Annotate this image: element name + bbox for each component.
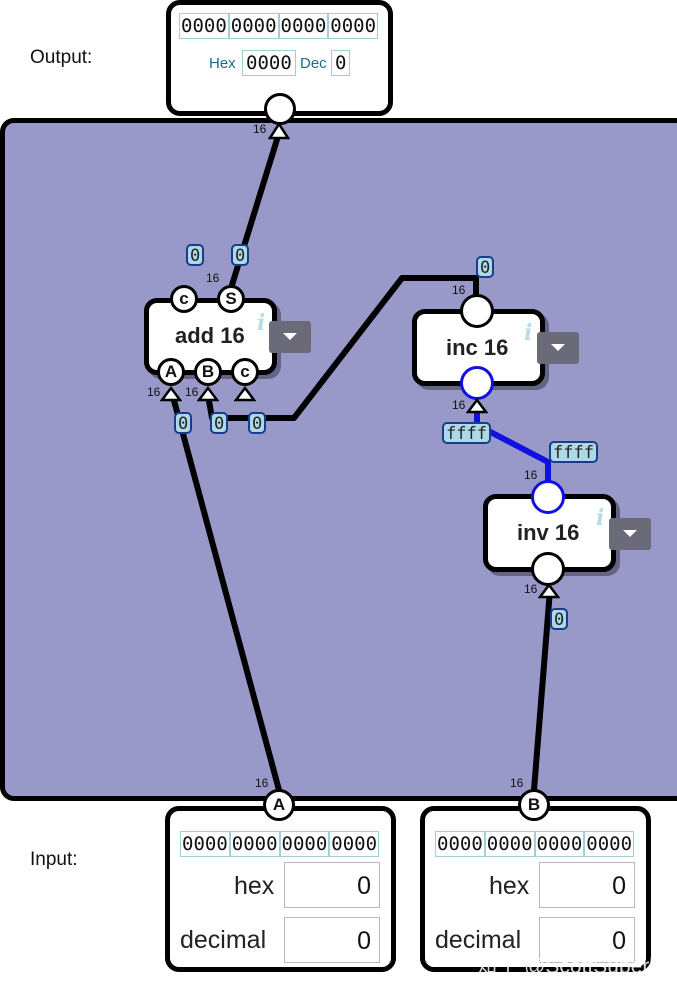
inv16-input-pin[interactable]	[531, 552, 565, 586]
inc16-input-pin[interactable]	[460, 366, 494, 400]
output-width-label: 16	[253, 122, 267, 136]
input-a-bits[interactable]: 0000 0000 0000 0000	[180, 831, 380, 857]
inc16-input-arrow-icon	[466, 398, 488, 414]
output-bit-group: 0000	[278, 13, 329, 39]
inv16-info-icon[interactable]: i	[596, 505, 605, 531]
add16-carry-in-value: 0	[248, 412, 267, 434]
inv16-input-arrow-icon	[538, 583, 560, 599]
add16-chip-name: add 16	[175, 323, 245, 348]
inv16-input-value: 0	[550, 608, 569, 630]
input-b-hex-field[interactable]: 0	[539, 862, 635, 908]
output-bit-group: 0000	[228, 13, 279, 39]
input-label: Input:	[30, 849, 78, 870]
add16-sum-value: 0	[231, 244, 250, 266]
inc16-output-value: 0	[476, 256, 495, 278]
output-hex-value: 0000	[242, 50, 296, 76]
add16-a-width-label: 16	[147, 385, 161, 399]
add16-pin-b[interactable]: B	[194, 358, 222, 386]
add16-pin-b-arrow-icon	[197, 386, 219, 402]
input-a-bit-group[interactable]: 0000	[279, 831, 330, 857]
output-dec-value: 0	[331, 50, 351, 76]
watermark: 知乎 @ScottSuperb	[476, 955, 661, 978]
input-a-hex-field[interactable]: 0	[284, 862, 380, 908]
inc16-output-pin[interactable]	[460, 294, 494, 328]
add16-info-icon[interactable]: i	[257, 310, 266, 336]
wire-b-to-inv	[531, 587, 553, 793]
output-label: Output:	[30, 47, 93, 68]
add16-pin-a[interactable]: A	[157, 358, 185, 386]
input-a-decimal-field[interactable]: 0	[284, 917, 380, 963]
input-b-bit-group[interactable]: 0000	[435, 831, 485, 857]
inc16-input-value: ffff	[442, 422, 491, 444]
inc16-in-width-label: 16	[452, 398, 466, 412]
add16-sum-width-label: 16	[206, 271, 220, 285]
input-a-bit-group[interactable]: 0000	[229, 831, 280, 857]
add16-carry-out-value: 0	[186, 244, 205, 266]
wire-a-to-adder	[169, 390, 282, 793]
output-bits: 0000 0000 0000 0000	[179, 13, 379, 39]
input-a-width-label: 16	[255, 776, 269, 790]
inc16-chip-name: inc 16	[446, 335, 509, 360]
wire-inv-to-inc	[474, 409, 551, 487]
add16-b-value: 0	[210, 412, 229, 434]
add16-a-value: 0	[174, 412, 193, 434]
input-a-bit-group[interactable]: 0000	[180, 831, 230, 857]
input-b-bit-group[interactable]: 0000	[584, 831, 635, 857]
input-b-width-label: 16	[510, 776, 524, 790]
add16-pin-carry-in[interactable]: c	[231, 358, 259, 386]
inc16-dropdown-button[interactable]	[537, 332, 579, 364]
inv16-output-value: ffff	[549, 441, 598, 463]
input-b-decimal-field[interactable]: 0	[539, 917, 635, 963]
input-b-bit-group[interactable]: 0000	[534, 831, 585, 857]
inc16-info-icon[interactable]: i	[524, 320, 533, 346]
inc16-out-width-label: 16	[452, 283, 466, 297]
add16-dropdown-button[interactable]	[269, 321, 311, 353]
add16-pin-cin-arrow-icon	[234, 386, 256, 402]
output-bit-group: 0000	[179, 13, 229, 39]
add16-pin-carry-out[interactable]: c	[170, 285, 198, 313]
input-b-hex-label: hex	[489, 872, 530, 900]
inv16-chip-name: inv 16	[517, 520, 580, 545]
output-bit-group: 0000	[328, 13, 379, 39]
add16-pin-sum[interactable]: S	[217, 285, 245, 313]
inv16-out-width-label: 16	[524, 468, 538, 482]
input-a-decimal-label: decimal	[180, 926, 267, 954]
inv16-dropdown-button[interactable]	[609, 518, 651, 550]
input-a-bit-group[interactable]: 0000	[329, 831, 380, 857]
input-b-bits[interactable]: 0000 0000 0000 0000	[435, 831, 635, 857]
output-pin[interactable]	[264, 93, 296, 125]
input-b-pin[interactable]: B	[518, 789, 550, 821]
input-a-hex-label: hex	[234, 872, 275, 900]
inv16-in-width-label: 16	[524, 582, 538, 596]
input-b-decimal-label: decimal	[435, 926, 522, 954]
add16-pin-a-arrow-icon	[160, 386, 182, 402]
add16-b-width-label: 16	[185, 385, 199, 399]
input-a-pin[interactable]: A	[263, 789, 295, 821]
output-hex-label: Hex	[209, 55, 236, 72]
output-pin-arrow-icon	[268, 122, 290, 140]
inv16-output-pin[interactable]	[531, 480, 565, 514]
input-b-bit-group[interactable]: 0000	[484, 831, 535, 857]
output-dec-label: Dec	[300, 55, 327, 72]
